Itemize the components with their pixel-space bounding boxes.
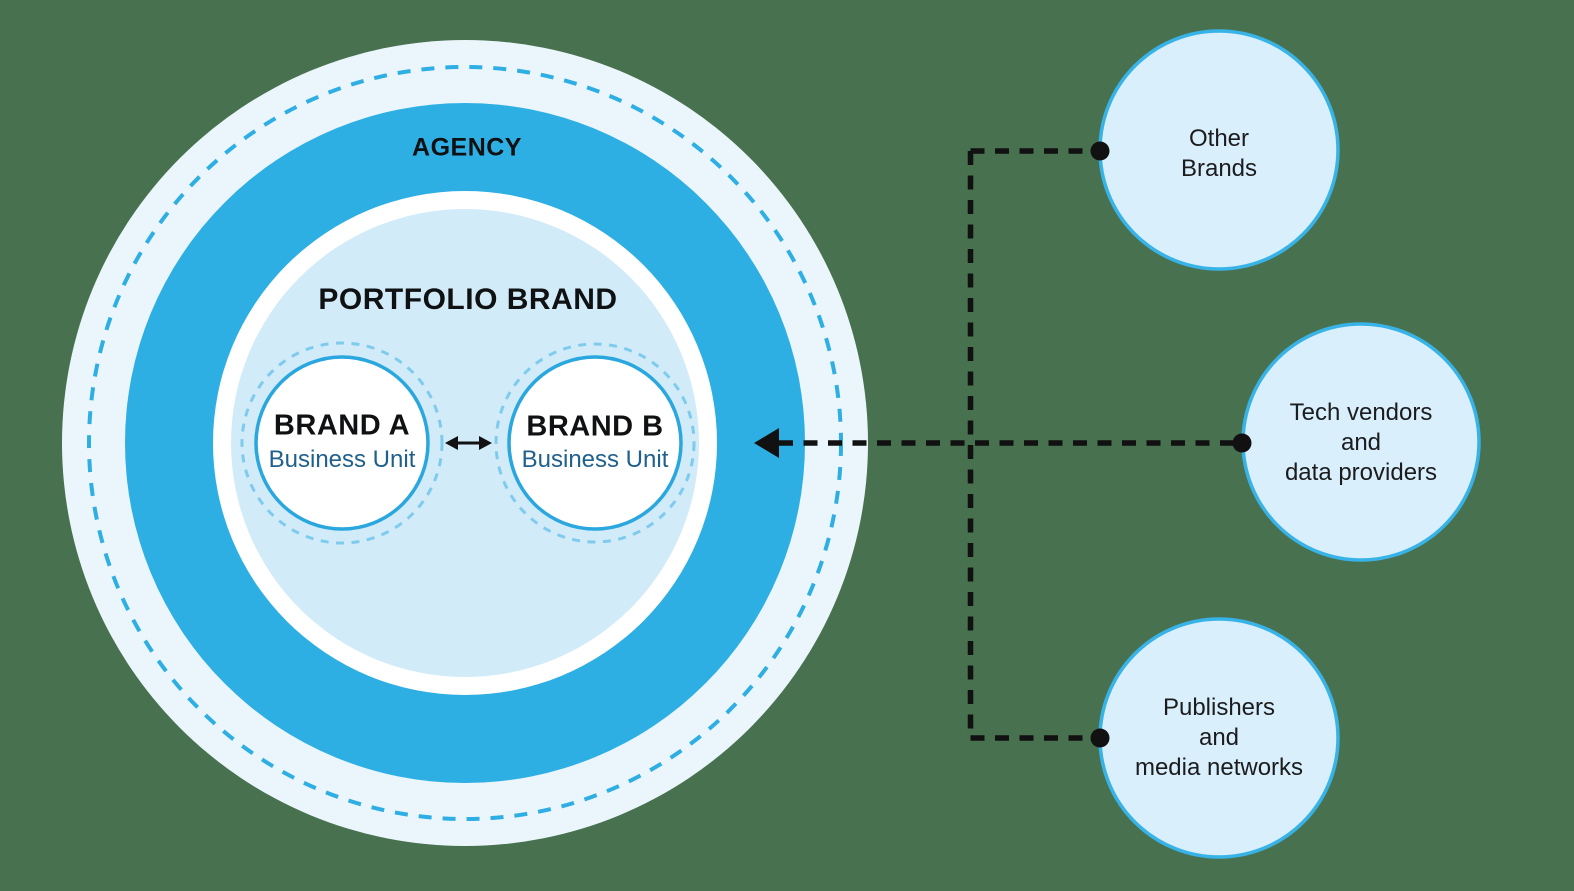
double-arrow-icon: [445, 436, 492, 450]
left-arrowhead-icon: [754, 428, 779, 458]
black-dot-icon: [1090, 728, 1110, 748]
other-brands-circle: [1098, 29, 1340, 271]
black-dot-icon: [1090, 141, 1110, 161]
black-dot-icon: [1232, 433, 1252, 453]
publishers-circle: [1098, 617, 1340, 859]
brand-a-dashed-ring: [240, 341, 444, 545]
tech-vendors-circle: [1241, 322, 1481, 562]
brand-a-circle: [254, 355, 430, 531]
connector-lines: [779, 148, 1233, 741]
brand-b-dashed-ring: [494, 342, 696, 544]
brand-b-circle: [507, 355, 683, 531]
